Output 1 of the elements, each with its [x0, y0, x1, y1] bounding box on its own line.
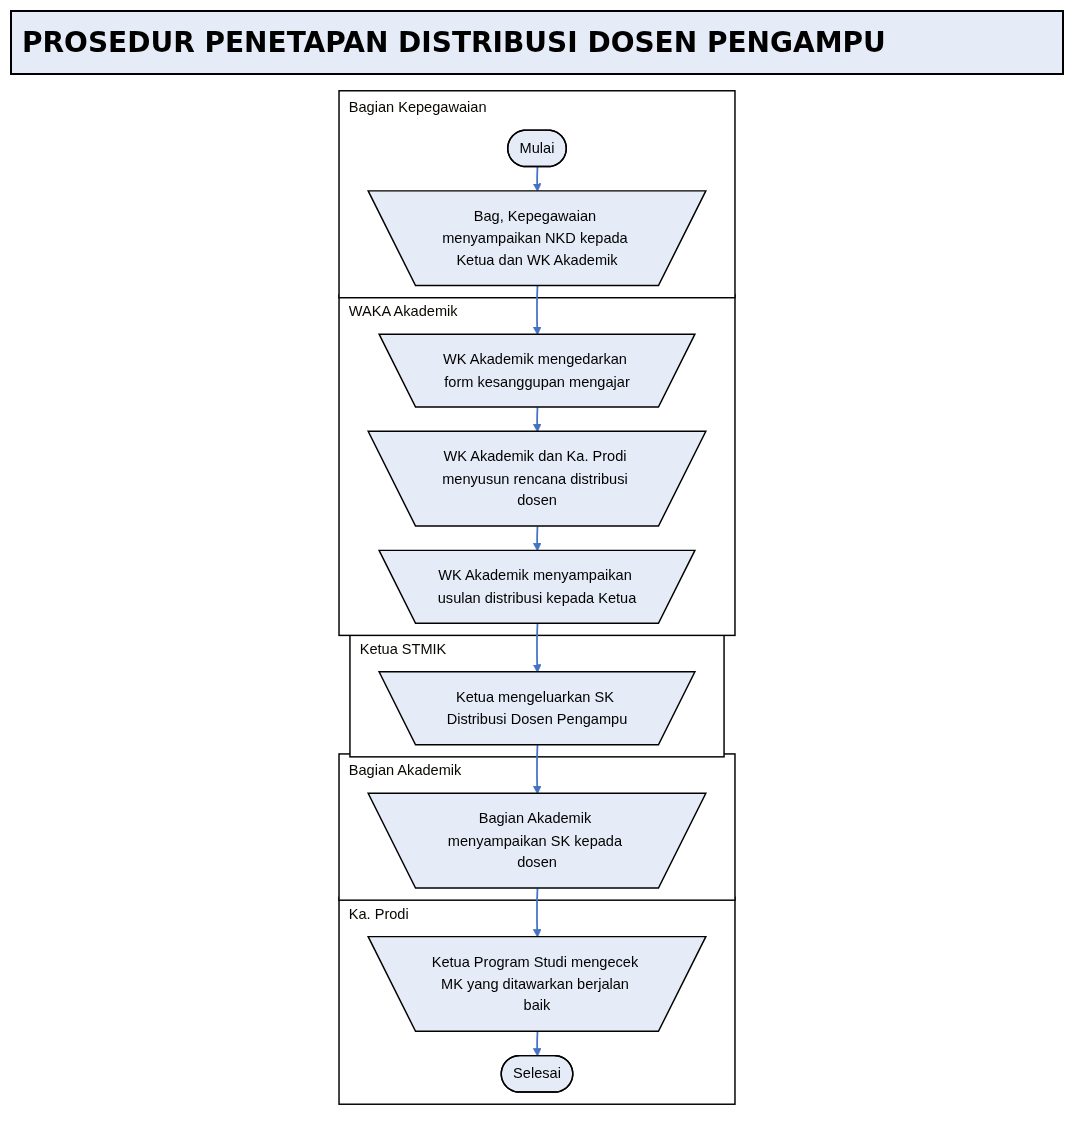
diagram-title: PROSEDUR PENETAPAN DISTRIBUSI DOSEN PENGAMPU — [10, 10, 1064, 75]
